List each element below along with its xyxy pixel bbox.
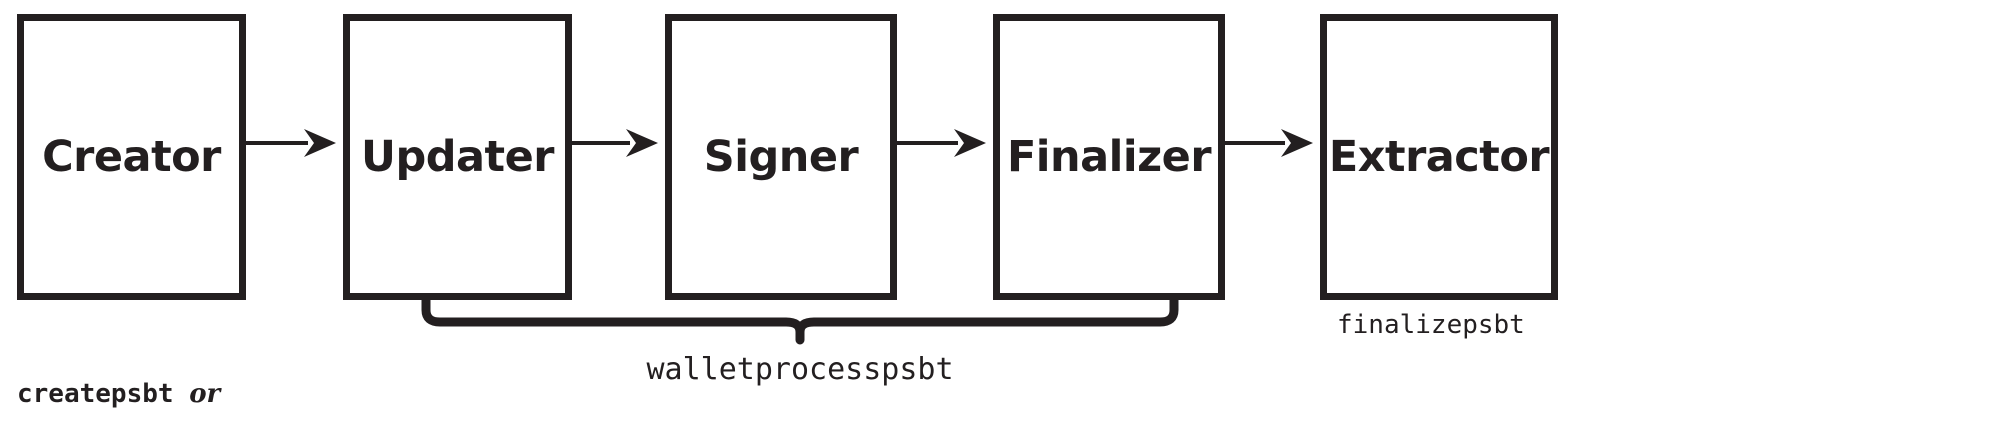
stage-label-signer: Signer	[703, 131, 859, 182]
stage-box-extractor[interactable]: Extractor	[1320, 14, 1558, 300]
stage-label-updater: Updater	[361, 131, 554, 182]
caption-creator-rpc-line1: createpsbt or	[17, 377, 221, 411]
arrow-finalizer-to-extractor-icon	[1225, 123, 1313, 163]
stage-box-signer[interactable]: Signer	[665, 14, 897, 300]
caption-creator-rpc: createpsbt or converttopsbt	[17, 308, 221, 429]
caption-or: or	[189, 378, 221, 409]
caption-createpsbt: createpsbt	[17, 378, 190, 409]
arrow-creator-to-updater-icon	[246, 123, 336, 163]
brace-label-walletprocesspsbt: walletprocesspsbt	[646, 352, 954, 387]
stage-box-creator[interactable]: Creator	[17, 14, 246, 300]
stage-box-finalizer[interactable]: Finalizer	[993, 14, 1225, 300]
caption-extractor-rpc: finalizepsbt	[1337, 310, 1525, 340]
arrow-signer-to-finalizer-icon	[897, 123, 986, 163]
stage-label-finalizer: Finalizer	[1006, 131, 1212, 182]
arrow-updater-to-signer-icon	[572, 123, 658, 163]
brace-walletprocesspsbt-icon	[420, 296, 1180, 345]
stage-label-creator: Creator	[42, 131, 221, 182]
stage-label-extractor: Extractor	[1328, 131, 1550, 182]
stage-box-updater[interactable]: Updater	[343, 14, 572, 300]
